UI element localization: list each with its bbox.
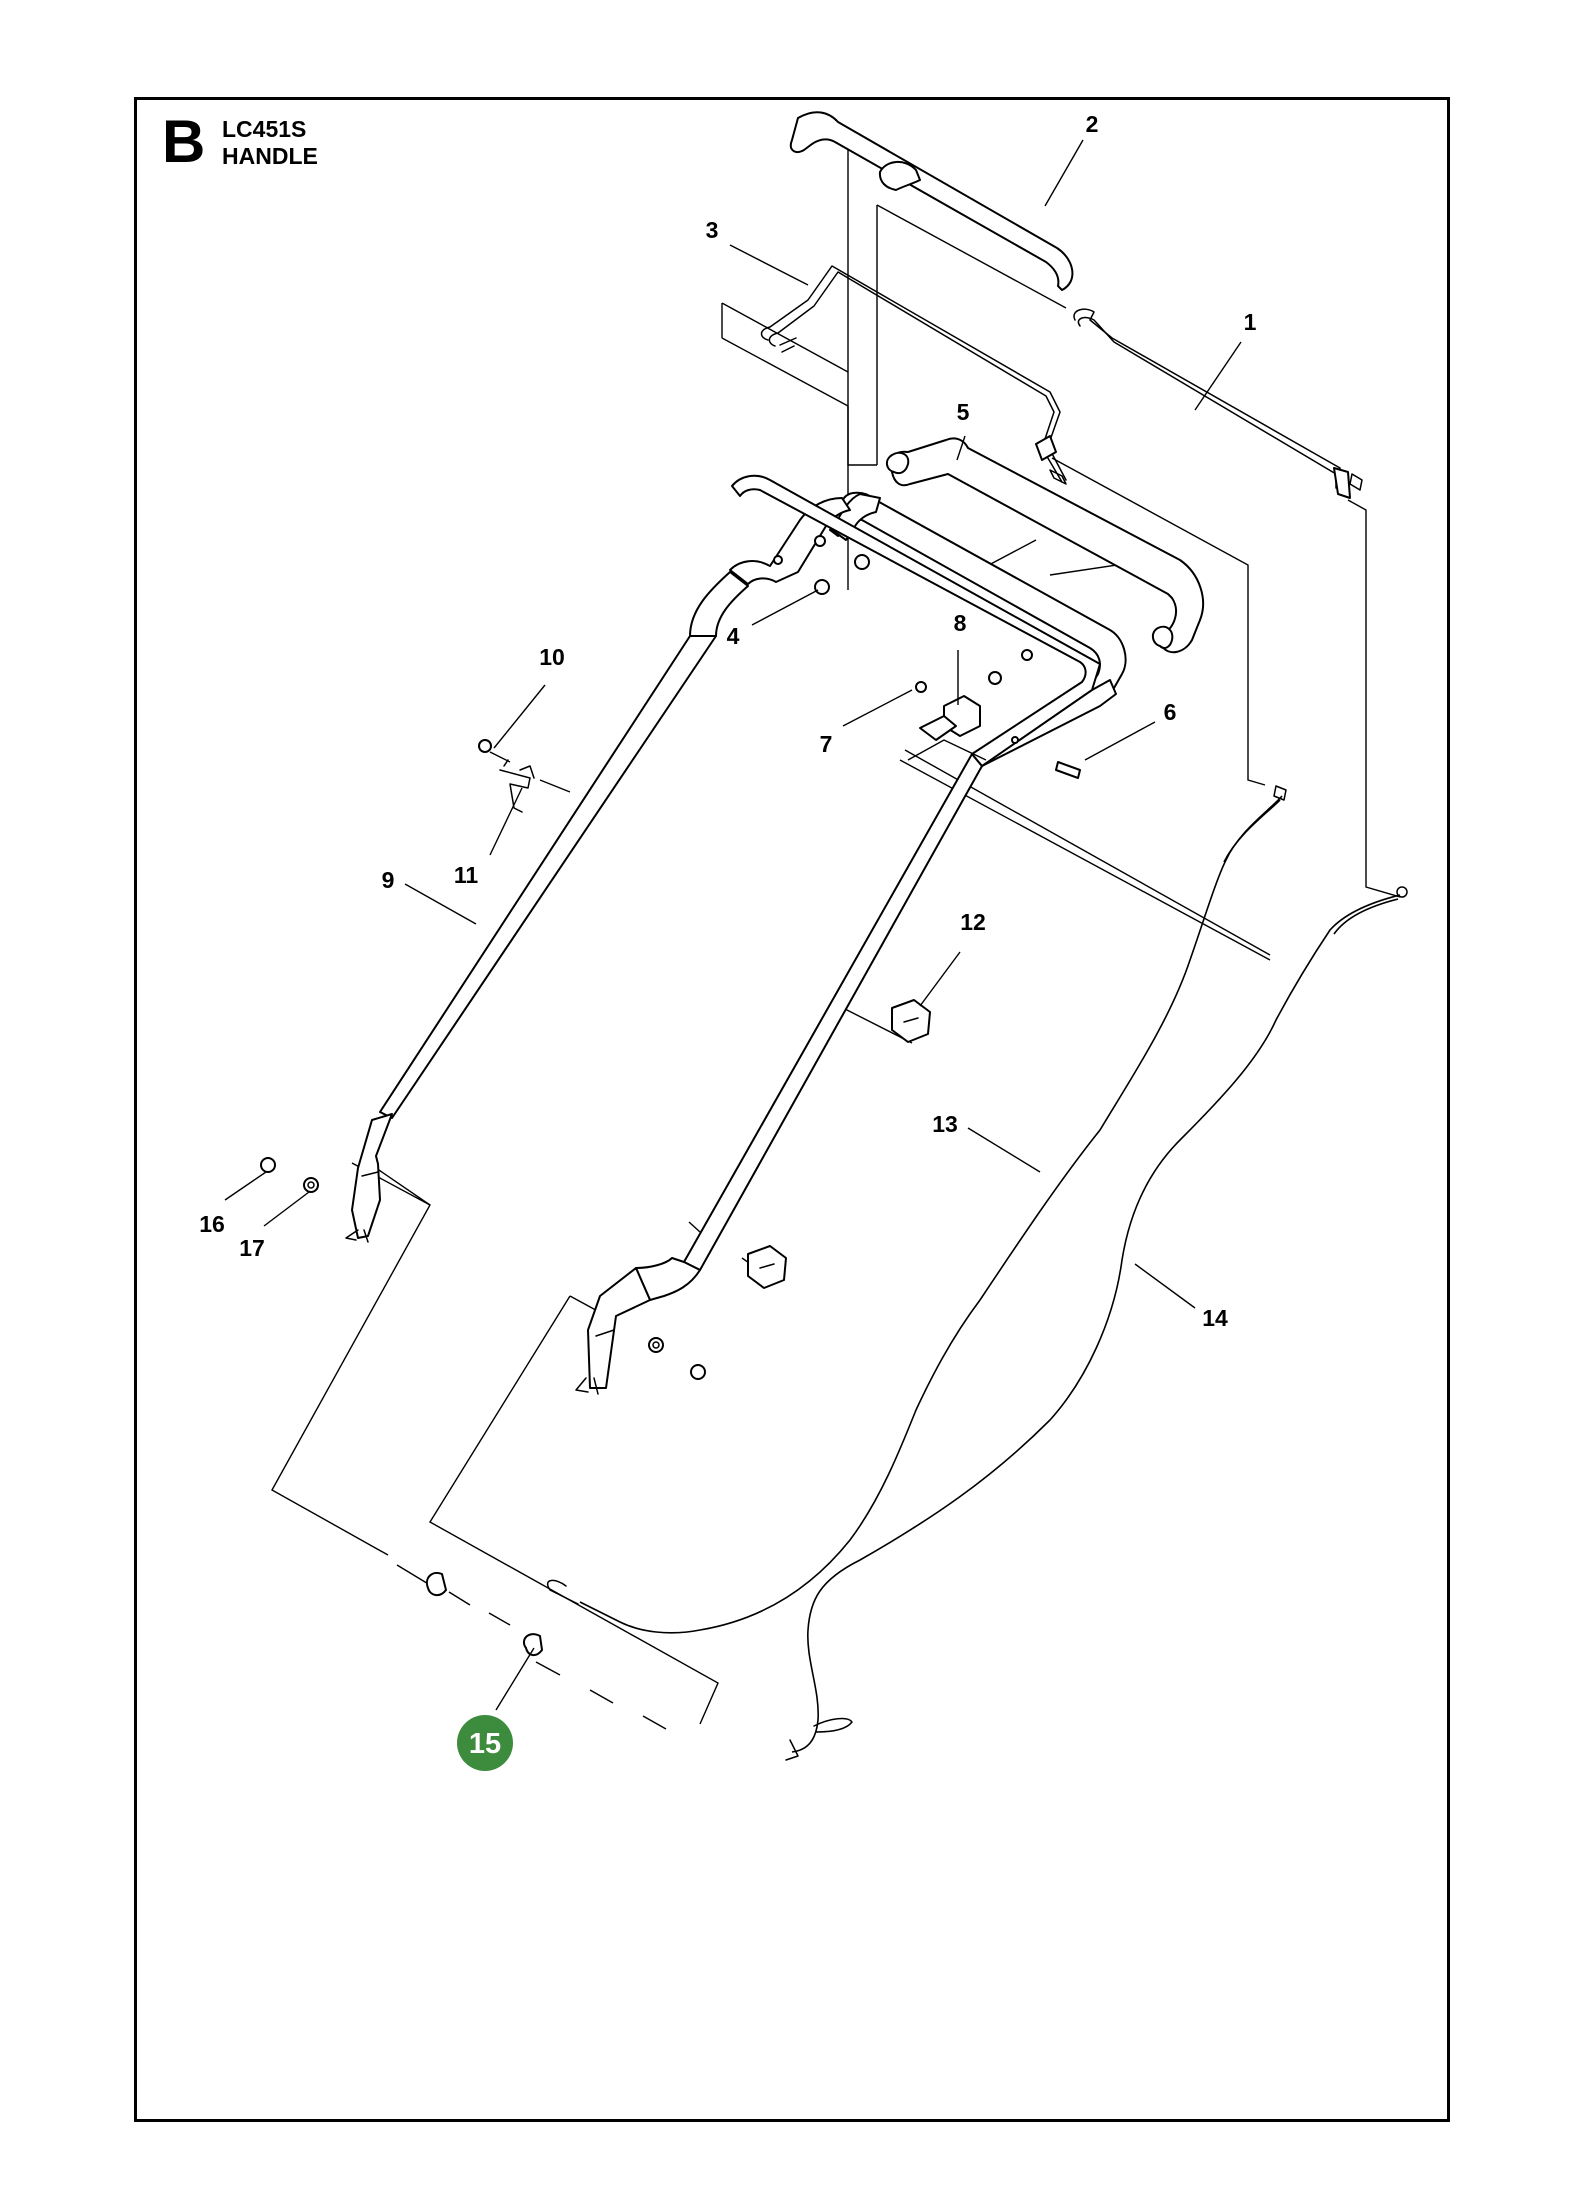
- callout-9: 9: [382, 867, 395, 893]
- section-title: HANDLE: [222, 143, 318, 169]
- part-15-bolts: [426, 1572, 543, 1656]
- model-name: LC451S: [222, 116, 307, 142]
- callout-15: 15: [469, 1728, 501, 1760]
- callout-labels: 2 3 1 5 4 8 6 7 10 9 11 12 13 14 16 17: [199, 111, 1256, 1331]
- callout-4: 4: [727, 623, 740, 649]
- callout-16: 16: [199, 1211, 225, 1237]
- callout-6: 6: [1164, 699, 1177, 725]
- part-16-17-nut-washer: [260, 1157, 706, 1380]
- part-9-lower-handle: [345, 474, 1127, 1395]
- callout-14: 14: [1202, 1305, 1228, 1331]
- callout-5: 5: [957, 399, 970, 425]
- callout-8: 8: [954, 610, 967, 636]
- callout-2: 2: [1086, 111, 1099, 137]
- callout-11: 11: [454, 862, 479, 888]
- callout-13: 13: [932, 1111, 958, 1137]
- callout-7: 7: [820, 731, 833, 757]
- callout-15-highlight[interactable]: 15: [457, 1715, 513, 1771]
- part-10-11-clamp: [478, 739, 571, 813]
- part-2-grip: [789, 111, 1074, 291]
- part-5-upper-handle: [886, 437, 1205, 654]
- part-14-cable: [785, 886, 1408, 1761]
- part-13-cable: [546, 785, 1287, 1634]
- callout-12: 12: [960, 909, 986, 935]
- part-12-clip: [747, 999, 931, 1289]
- callout-10: 10: [539, 644, 565, 670]
- highlight-badge[interactable]: [457, 1715, 513, 1771]
- callout-17: 17: [239, 1235, 265, 1261]
- callout-1: 1: [1244, 309, 1257, 335]
- part-4-fasteners: [773, 535, 870, 595]
- part-1-bail: [1073, 308, 1363, 499]
- part-3-bail: [760, 265, 1067, 485]
- part-8-cable-clip: [907, 649, 1081, 779]
- assembly-lines: [271, 133, 1401, 1730]
- section-letter: B: [162, 108, 206, 175]
- callout-3: 3: [706, 217, 719, 243]
- page-frame: [134, 97, 1450, 2122]
- callout-leaders: [224, 139, 1242, 1711]
